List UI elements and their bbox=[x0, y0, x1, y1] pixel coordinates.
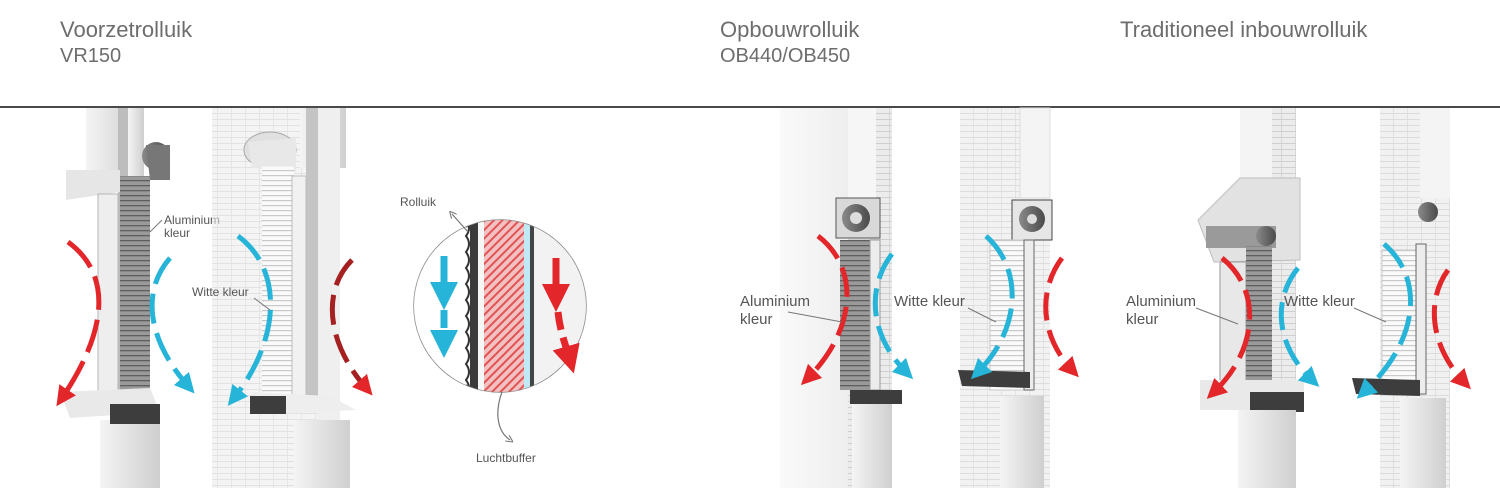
label-aluminium-line2: kleur bbox=[1126, 311, 1159, 328]
window-voorzet-aluminium bbox=[60, 108, 170, 488]
warm-air-arrow bbox=[1431, 268, 1471, 390]
label-witte-kleur: Witte kleur bbox=[192, 285, 249, 299]
label-aluminium-line2: kleur bbox=[164, 226, 190, 240]
cool-air-arrow bbox=[227, 233, 274, 406]
cool-air-arrow bbox=[149, 256, 195, 394]
section-title: Traditioneel inbouwrolluik bbox=[1120, 17, 1368, 42]
label-witte-kleur: Witte kleur bbox=[1284, 293, 1355, 310]
section-heading-opbouwrolluik: Opbouwrolluik OB440/OB450 bbox=[720, 17, 860, 68]
warm-air-arrow bbox=[800, 234, 850, 386]
cool-air-arrow bbox=[1356, 242, 1414, 399]
cool-air-arrow bbox=[872, 252, 914, 380]
label-aluminium-kleur: Aluminium kleur bbox=[149, 213, 220, 240]
cool-air-arrow bbox=[1278, 266, 1320, 387]
section-subtitle: VR150 bbox=[60, 45, 122, 68]
label-aluminium-kleur: Aluminium kleur bbox=[1126, 293, 1239, 328]
label-aluminium-line1: Aluminium bbox=[740, 293, 810, 310]
detail-circle bbox=[413, 214, 587, 440]
label-witte-kleur: Witte kleur bbox=[894, 293, 965, 310]
window-voorzet-white bbox=[212, 108, 356, 488]
warm-air-arrow bbox=[329, 258, 373, 396]
window-opbouw-white bbox=[958, 107, 1053, 488]
label-rolluik: Rolluik bbox=[400, 195, 437, 209]
divider-line bbox=[0, 106, 1500, 108]
section-heading-inbouwrolluik: Traditioneel inbouwrolluik bbox=[1120, 17, 1368, 42]
section-subtitle: OB440/OB450 bbox=[720, 45, 851, 68]
warm-air-arrow bbox=[1206, 256, 1252, 399]
label-aluminium-line1: Aluminium bbox=[164, 213, 220, 227]
label-aluminium-line1: Aluminium bbox=[1126, 293, 1196, 310]
warm-air-arrow bbox=[1043, 256, 1079, 378]
label-aluminium-kleur: Aluminium kleur bbox=[740, 293, 843, 328]
section-heading-voorzetrolluik: Voorzetrolluik VR150 bbox=[60, 17, 193, 68]
label-luchtbuffer: Luchtbuffer bbox=[476, 451, 536, 465]
cool-air-arrow bbox=[970, 234, 1015, 380]
label-aluminium-line2: kleur bbox=[740, 311, 773, 328]
warm-air-arrow bbox=[56, 239, 102, 407]
section-title: Voorzetrolluik bbox=[60, 17, 193, 42]
section-title: Opbouwrolluik bbox=[720, 17, 860, 42]
window-inbouw-white bbox=[1352, 108, 1450, 488]
